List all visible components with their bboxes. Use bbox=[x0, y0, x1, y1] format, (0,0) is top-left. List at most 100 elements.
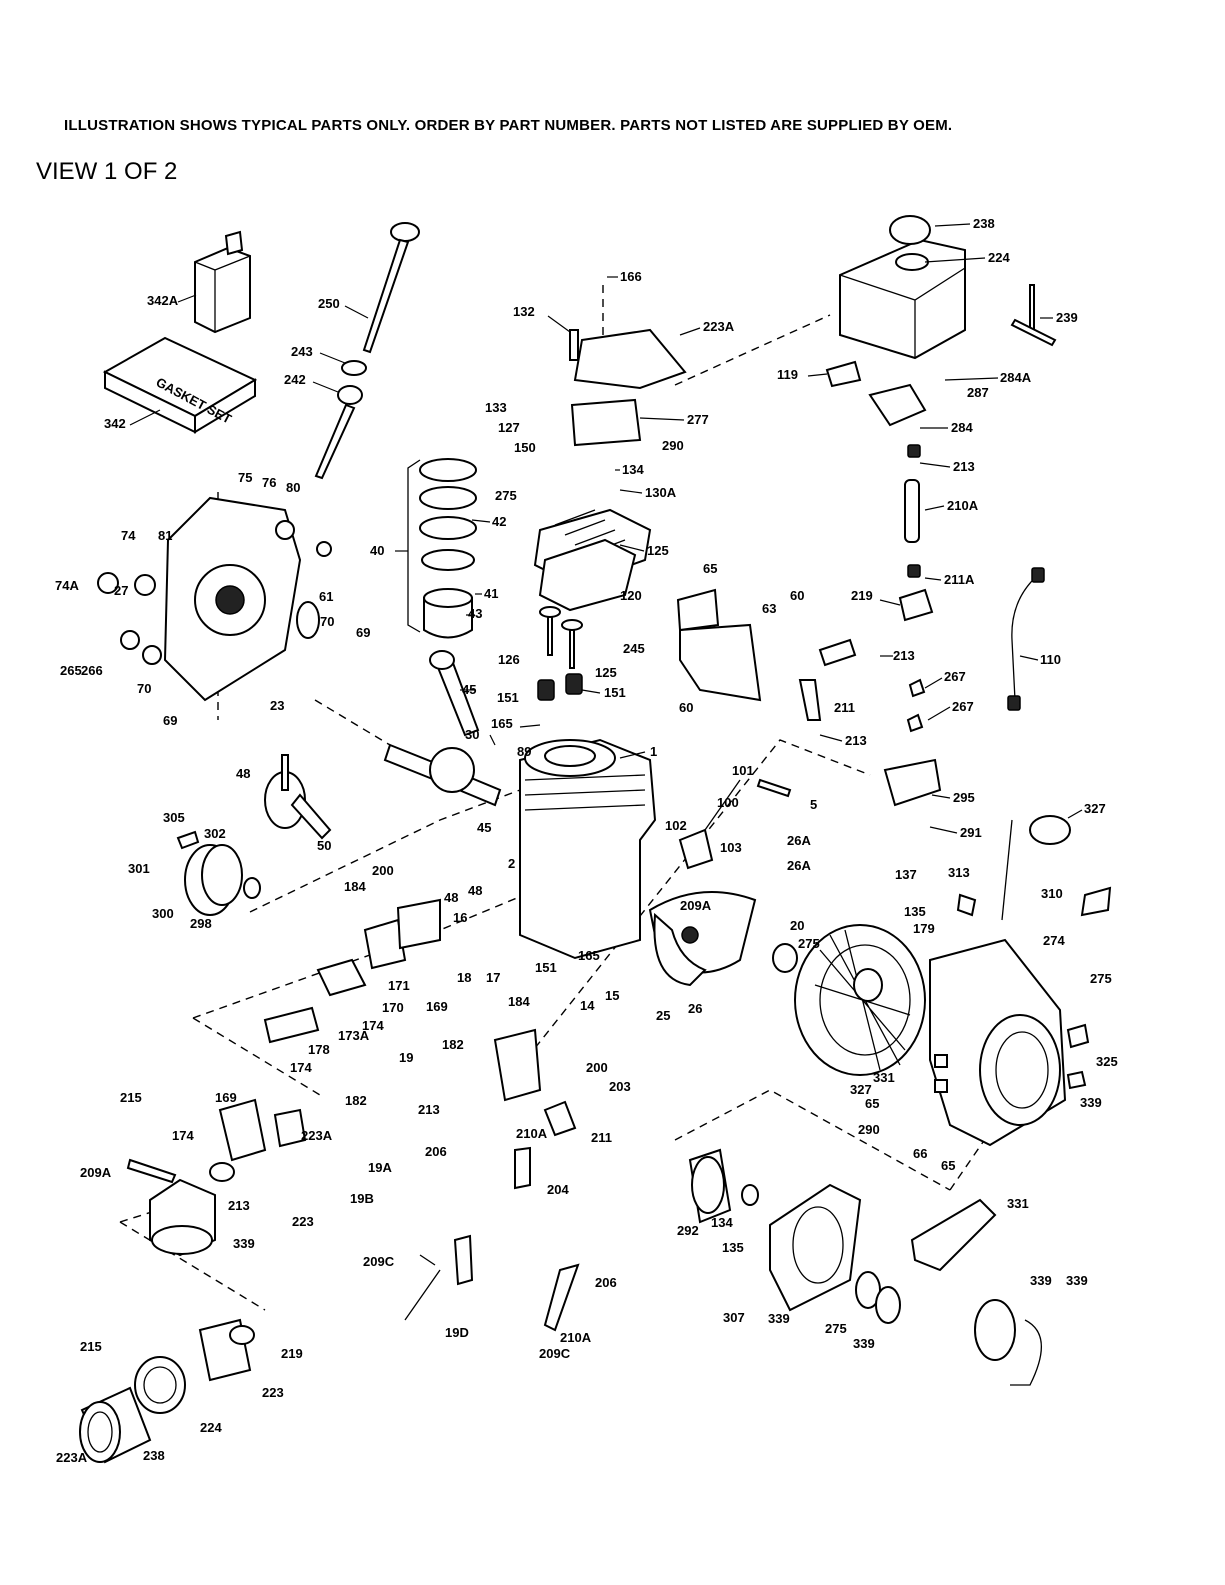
part-label: 178 bbox=[308, 1042, 330, 1057]
part-label: 165 bbox=[578, 948, 600, 963]
part-label: 213 bbox=[953, 459, 975, 474]
part-label: 287 bbox=[967, 385, 989, 400]
part-label: 15 bbox=[605, 988, 619, 1003]
part-label: 1 bbox=[650, 744, 657, 759]
part-label: 327 bbox=[850, 1082, 872, 1097]
part-label: 213 bbox=[893, 648, 915, 663]
part-label: 48 bbox=[236, 766, 250, 781]
part-label: 26 bbox=[688, 1001, 702, 1016]
view-indicator: VIEW 1 OF 2 bbox=[36, 158, 178, 185]
part-label: 223A bbox=[301, 1128, 333, 1143]
part-label: 245 bbox=[623, 641, 645, 656]
part-label: 150 bbox=[514, 440, 536, 455]
camshaft-illustration bbox=[264, 754, 332, 840]
part-label: 19 bbox=[399, 1050, 413, 1065]
part-label: 300 bbox=[152, 906, 174, 921]
part-label: 60 bbox=[790, 588, 804, 603]
part-label: 74A bbox=[55, 578, 79, 593]
spark-plug-wire-illustration bbox=[1007, 567, 1045, 711]
carburetor-illustration bbox=[126, 1098, 307, 1257]
part-label: 80 bbox=[286, 480, 300, 495]
fuel-line-illustration bbox=[798, 360, 934, 721]
part-label: 301 bbox=[128, 861, 150, 876]
part-label: 26A bbox=[787, 858, 811, 873]
part-label: 101 bbox=[732, 763, 754, 778]
part-label: 275 bbox=[825, 1321, 847, 1336]
part-label: 274 bbox=[1043, 933, 1065, 948]
part-label: 119 bbox=[777, 367, 798, 382]
gasket-set-box: GASKET SET bbox=[102, 336, 258, 434]
part-label: 291 bbox=[960, 825, 982, 840]
part-label: 200 bbox=[586, 1060, 608, 1075]
part-label: 342A bbox=[147, 293, 179, 308]
part-label: 81 bbox=[158, 528, 172, 543]
intake-manifold-illustration bbox=[263, 898, 441, 1044]
part-label: 135 bbox=[722, 1240, 744, 1255]
part-label: 275 bbox=[495, 488, 517, 503]
part-label: 30 bbox=[465, 727, 479, 742]
part-label: 18 bbox=[457, 970, 471, 985]
part-label: 65 bbox=[703, 561, 717, 576]
part-label: 137 bbox=[895, 867, 917, 882]
part-label: 342 bbox=[104, 416, 126, 431]
part-label: 127 bbox=[498, 420, 520, 435]
part-label: 48 bbox=[468, 883, 482, 898]
part-label: 210A bbox=[947, 498, 979, 513]
flywheel-illustration bbox=[772, 924, 926, 1076]
part-label: 290 bbox=[858, 1122, 880, 1137]
part-label: 182 bbox=[442, 1037, 464, 1052]
part-label: 61 bbox=[319, 589, 333, 604]
part-label: 41 bbox=[484, 586, 498, 601]
part-label: 69 bbox=[163, 713, 177, 728]
dipstick-illustration bbox=[314, 222, 420, 480]
part-label: 275 bbox=[798, 936, 820, 951]
part-label: 126 bbox=[498, 652, 520, 667]
part-label: 209C bbox=[539, 1346, 571, 1361]
part-label: 174 bbox=[362, 1018, 384, 1033]
part-label: 69 bbox=[356, 625, 370, 640]
part-label: 76 bbox=[262, 475, 276, 490]
part-label: 223A bbox=[56, 1450, 88, 1465]
part-label: 215 bbox=[120, 1090, 142, 1105]
part-label: 135 bbox=[904, 904, 926, 919]
part-label: 170 bbox=[382, 1000, 404, 1015]
leader-lines bbox=[129, 223, 1083, 834]
part-label: 339 bbox=[1030, 1273, 1052, 1288]
part-label: 65 bbox=[941, 1158, 955, 1173]
governor-bracket-illustration bbox=[404, 1028, 580, 1332]
part-label: 130A bbox=[645, 485, 677, 500]
part-label: 310 bbox=[1041, 886, 1063, 901]
part-label: 339 bbox=[853, 1336, 875, 1351]
part-label: 238 bbox=[143, 1448, 165, 1463]
part-label: 19B bbox=[350, 1191, 374, 1206]
part-label: 179 bbox=[913, 921, 935, 936]
part-label: 211 bbox=[591, 1130, 612, 1145]
part-label: 209A bbox=[80, 1165, 112, 1180]
part-label: 110 bbox=[1040, 652, 1061, 667]
part-label: 267 bbox=[952, 699, 974, 714]
part-label: 339 bbox=[768, 1311, 790, 1326]
part-label: 134 bbox=[622, 462, 644, 477]
part-label: 284 bbox=[951, 420, 973, 435]
part-label: 209C bbox=[363, 1254, 395, 1269]
crankcase-cover-illustration bbox=[97, 496, 332, 702]
part-label: 60 bbox=[679, 700, 693, 715]
part-label: 120 bbox=[620, 588, 642, 603]
ignition-module-illustration bbox=[678, 778, 792, 870]
part-label: 23 bbox=[270, 698, 284, 713]
part-label: 27 bbox=[114, 583, 128, 598]
engine-block-illustration bbox=[519, 738, 657, 960]
part-label: 184 bbox=[344, 879, 366, 894]
part-label: 182 bbox=[345, 1093, 367, 1108]
part-label: 66 bbox=[913, 1146, 927, 1161]
part-label: 211 bbox=[834, 700, 855, 715]
part-label: 307 bbox=[723, 1310, 745, 1325]
part-label: 151 bbox=[535, 960, 557, 975]
part-label: 267 bbox=[944, 669, 966, 684]
part-label: 26A bbox=[787, 833, 811, 848]
part-label: 151 bbox=[604, 685, 626, 700]
part-label: 43 bbox=[468, 606, 482, 621]
part-label: 210A bbox=[516, 1126, 548, 1141]
part-label: 89 bbox=[517, 744, 531, 759]
part-label: 63 bbox=[762, 601, 776, 616]
